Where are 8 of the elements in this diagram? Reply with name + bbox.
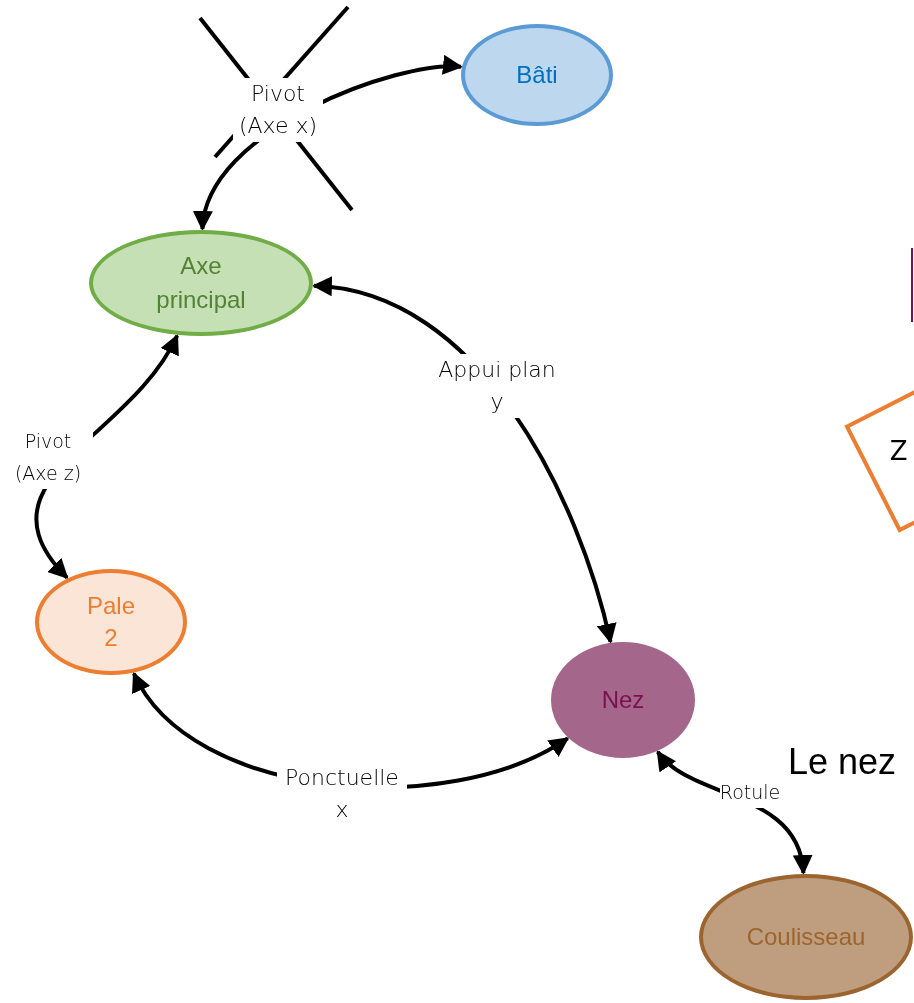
node-label: Coulisseau bbox=[746, 922, 866, 952]
edge-label: Pivot (Axe x) bbox=[233, 78, 323, 142]
box-label: Z bbox=[889, 434, 908, 468]
node-label: Pale 2 bbox=[85, 591, 136, 653]
node-label: Axe principal bbox=[155, 251, 247, 315]
node-label: Bâti bbox=[516, 60, 558, 90]
node-label: Nez bbox=[601, 685, 645, 715]
heading-text: Le nez bbox=[788, 740, 897, 784]
